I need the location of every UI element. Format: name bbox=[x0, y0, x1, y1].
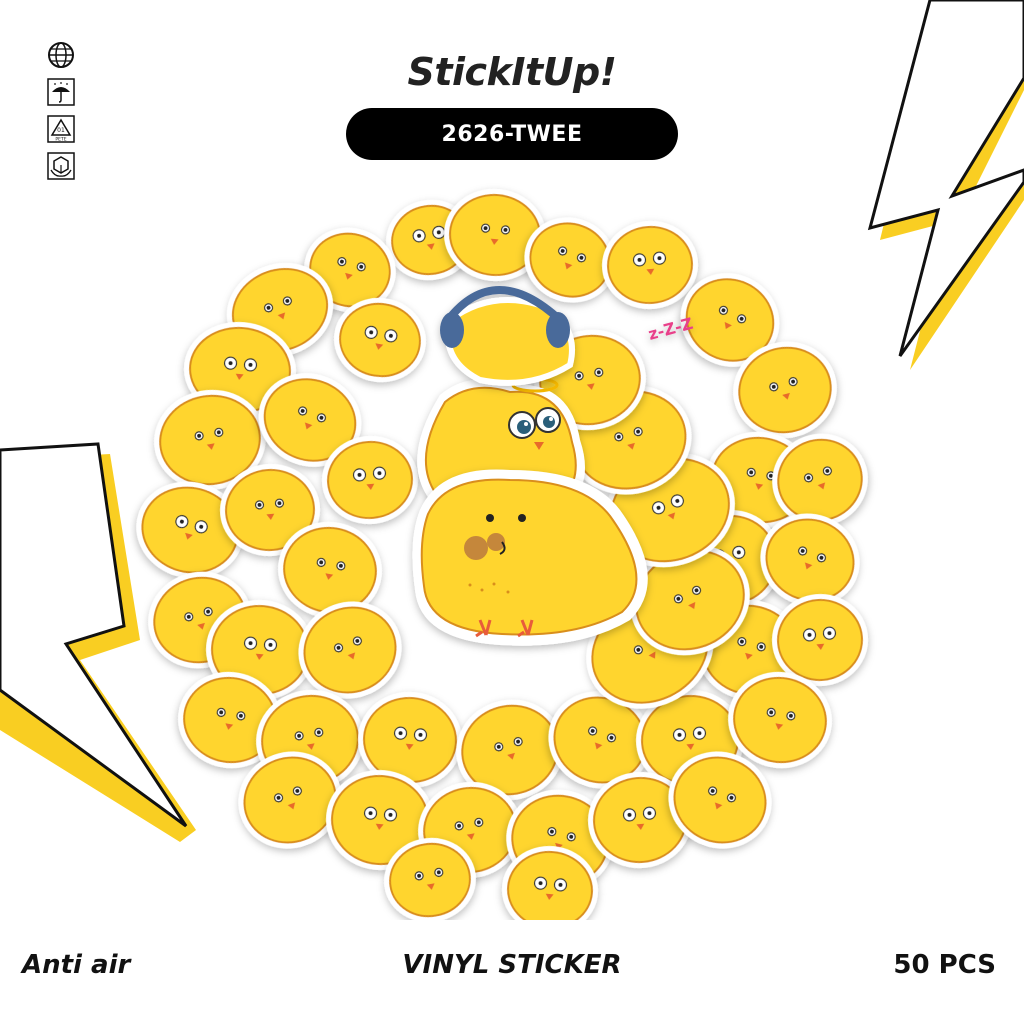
chick-sticker bbox=[220, 463, 320, 557]
product-code-badge: 2626-TWEE bbox=[346, 108, 678, 160]
chick-sticker bbox=[728, 671, 832, 769]
chick-sticker bbox=[278, 521, 382, 619]
lightning-bolt-top-right bbox=[867, 0, 1024, 370]
chick-sticker bbox=[602, 220, 698, 310]
chick-sticker bbox=[258, 373, 362, 467]
chick-sticker bbox=[680, 273, 780, 367]
chick-sticker bbox=[733, 341, 837, 439]
chick-sticker bbox=[502, 845, 598, 920]
globe-icon bbox=[46, 40, 76, 70]
chick-sticker bbox=[444, 188, 546, 282]
sticker-group bbox=[136, 188, 868, 920]
chick-sticker bbox=[668, 751, 772, 849]
package-handling-icon bbox=[46, 151, 76, 181]
chick-sticker bbox=[548, 691, 652, 789]
chick-sticker bbox=[358, 691, 462, 789]
brand-logo: StickItUp! bbox=[407, 50, 617, 94]
piece-count-label: 50 PCS bbox=[893, 950, 996, 980]
chick-sticker bbox=[524, 217, 616, 303]
chick-sticker bbox=[760, 513, 860, 607]
umbrella-rain-icon bbox=[46, 77, 76, 107]
chick-sticker bbox=[772, 433, 868, 527]
chick-sticker bbox=[178, 671, 282, 769]
sticker-cluster: z-Z-Z bbox=[136, 188, 868, 920]
chick-sticker bbox=[322, 435, 418, 525]
headphones-chick-sticker: z-Z-Z bbox=[440, 286, 695, 386]
recycle-number: 01 bbox=[57, 127, 65, 134]
chick-sticker bbox=[588, 771, 692, 869]
chick-sticker bbox=[630, 544, 750, 656]
chick-sticker bbox=[334, 297, 426, 383]
vinyl-sticker-label: VINYL STICKER bbox=[402, 950, 622, 980]
lightning-bolt-left bbox=[0, 442, 196, 842]
chick-sticker bbox=[154, 389, 266, 491]
chick-sticker bbox=[238, 751, 342, 849]
chick-sticker bbox=[298, 601, 402, 699]
chick-sticker bbox=[772, 593, 868, 687]
product-code: 2626-TWEE bbox=[441, 121, 583, 147]
recycle-label: PETE bbox=[55, 137, 66, 143]
anti-air-label: Anti air bbox=[22, 950, 131, 980]
chick-sticker bbox=[384, 837, 476, 920]
cookie-chick-sticker bbox=[412, 469, 648, 646]
